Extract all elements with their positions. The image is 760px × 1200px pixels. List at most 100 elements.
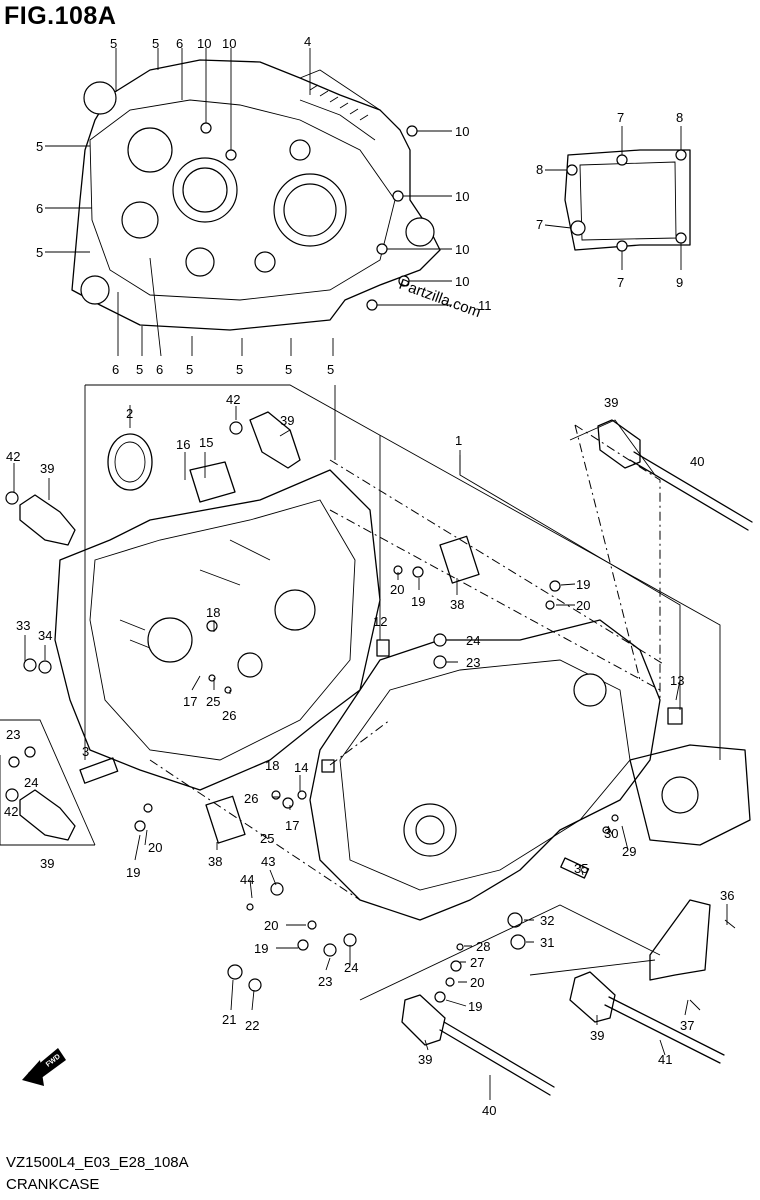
callout-label: 19 bbox=[254, 941, 268, 956]
callout-label: 8 bbox=[536, 162, 543, 177]
callout-label: 39 bbox=[40, 461, 54, 476]
callout-label: 20 bbox=[576, 598, 590, 613]
figure-title: FIG.108A bbox=[4, 2, 117, 30]
callout-label: 5 bbox=[36, 245, 43, 260]
callout-label: 20 bbox=[470, 975, 484, 990]
callout-label: 7 bbox=[617, 275, 624, 290]
callout-label: 22 bbox=[245, 1018, 259, 1033]
crankcase-bolt-pattern-view bbox=[45, 48, 452, 357]
callout-label: 43 bbox=[261, 854, 275, 869]
callout-label: 5 bbox=[327, 362, 334, 377]
callout-label: 39 bbox=[280, 413, 294, 428]
callout-label: 20 bbox=[264, 918, 278, 933]
callout-label: 24 bbox=[466, 633, 480, 648]
stud-bolts-and-dowels bbox=[79, 535, 683, 879]
callout-label: 16 bbox=[176, 437, 190, 452]
callout-label: 28 bbox=[476, 939, 490, 954]
callout-label: 30 bbox=[604, 826, 618, 841]
callout-label: 18 bbox=[265, 758, 279, 773]
callout-label: 29 bbox=[622, 844, 636, 859]
callout-label: 13 bbox=[670, 673, 684, 688]
diagram-code: VZ1500L4_E03_E28_108A bbox=[6, 1154, 189, 1171]
callout-label: 39 bbox=[40, 856, 54, 871]
callout-label: 41 bbox=[658, 1052, 672, 1067]
callout-label: 42 bbox=[4, 804, 18, 819]
callout-label: 26 bbox=[244, 791, 258, 806]
callout-label: 5 bbox=[152, 36, 159, 51]
callout-label: 23 bbox=[466, 655, 480, 670]
callout-label: 23 bbox=[6, 727, 20, 742]
callout-label: 14 bbox=[294, 760, 308, 775]
callout-label: 7 bbox=[536, 217, 543, 232]
callout-label: 4 bbox=[304, 34, 311, 49]
callout-label: 5 bbox=[110, 36, 117, 51]
callout-label: 6 bbox=[112, 362, 119, 377]
callout-label: 5 bbox=[136, 362, 143, 377]
diagram-name: CRANKCASE bbox=[6, 1176, 100, 1193]
callout-label: 39 bbox=[418, 1052, 432, 1067]
callout-label: 23 bbox=[318, 974, 332, 989]
crankcase-left-half bbox=[54, 469, 381, 791]
callout-label: 18 bbox=[206, 605, 220, 620]
small-fittings bbox=[5, 421, 619, 1003]
callout-label: 2 bbox=[126, 406, 133, 421]
callout-label: 25 bbox=[260, 831, 274, 846]
callout-label: 31 bbox=[540, 935, 554, 950]
crankcase-right-half bbox=[309, 619, 751, 921]
callout-label: 19 bbox=[468, 999, 482, 1014]
callout-label: 17 bbox=[183, 694, 197, 709]
callout-label: 19 bbox=[411, 594, 425, 609]
callout-label: 15 bbox=[199, 435, 213, 450]
callout-label: 20 bbox=[390, 582, 404, 597]
callout-label: 40 bbox=[482, 1103, 496, 1118]
callout-label: 17 bbox=[285, 818, 299, 833]
callout-label: 6 bbox=[176, 36, 183, 51]
callout-label: 35 bbox=[574, 861, 588, 876]
callout-label: 20 bbox=[148, 840, 162, 855]
callout-label: 34 bbox=[38, 628, 52, 643]
callout-label: 39 bbox=[604, 395, 618, 410]
assembly-lines bbox=[0, 384, 721, 1001]
callout-label: 5 bbox=[285, 362, 292, 377]
callout-label: 32 bbox=[540, 913, 554, 928]
callout-label: 7 bbox=[617, 110, 624, 125]
callout-label: 5 bbox=[36, 139, 43, 154]
callout-label: 21 bbox=[222, 1012, 236, 1027]
callout-labels: 5 5 6 10 10 4 5 10 6 10 5 10 10 11 6 5 6… bbox=[4, 34, 734, 1118]
callout-label: 10 bbox=[222, 36, 236, 51]
callout-label: 44 bbox=[240, 872, 254, 887]
callout-label: 19 bbox=[126, 865, 140, 880]
callout-label: 10 bbox=[455, 242, 469, 257]
callout-label: 38 bbox=[450, 597, 464, 612]
callout-label: 10 bbox=[455, 189, 469, 204]
callout-label: 36 bbox=[720, 888, 734, 903]
callout-label: 1 bbox=[455, 433, 462, 448]
callout-label: 25 bbox=[206, 694, 220, 709]
bracket-36-37 bbox=[649, 899, 736, 1011]
callout-label: 39 bbox=[590, 1028, 604, 1043]
callout-label: 10 bbox=[455, 124, 469, 139]
oil-jets-and-long-bolts bbox=[19, 411, 753, 1096]
callout-label: 24 bbox=[24, 775, 38, 790]
callout-label: 5 bbox=[186, 362, 193, 377]
callout-label: 10 bbox=[455, 274, 469, 289]
callout-label: 11 bbox=[478, 298, 492, 313]
plate-bolt-view bbox=[544, 126, 691, 270]
callout-label: 12 bbox=[373, 614, 387, 629]
callout-label: 6 bbox=[156, 362, 163, 377]
callout-label: 42 bbox=[6, 449, 20, 464]
callout-label: 27 bbox=[470, 955, 484, 970]
watermark-text: Partzilla.com bbox=[397, 276, 483, 321]
callout-label: 24 bbox=[344, 960, 358, 975]
callout-label: 38 bbox=[208, 854, 222, 869]
callout-label: 33 bbox=[16, 618, 30, 633]
callout-label: 8 bbox=[676, 110, 683, 125]
callout-label: 40 bbox=[690, 454, 704, 469]
callout-label: 10 bbox=[197, 36, 211, 51]
callout-label: 19 bbox=[576, 577, 590, 592]
forward-direction-arrow: FWD bbox=[22, 1048, 66, 1086]
callout-label: 5 bbox=[236, 362, 243, 377]
callout-label: 26 bbox=[222, 708, 236, 723]
